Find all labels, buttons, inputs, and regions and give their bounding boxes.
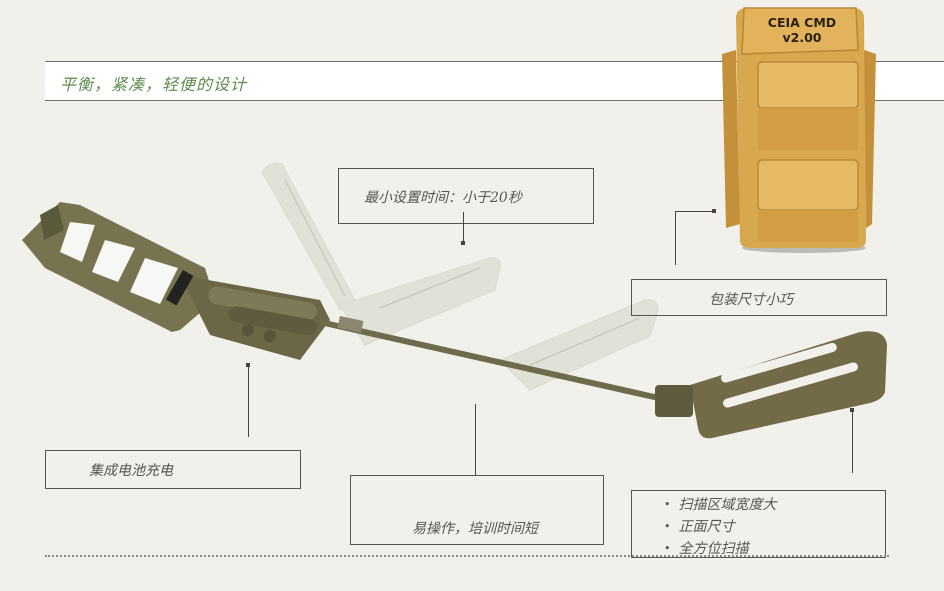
leader-line: [852, 410, 853, 473]
feature-list: 扫描区域宽度大 正面尺寸 全方位扫描: [664, 494, 777, 560]
metal-detector-illustration: [22, 162, 887, 439]
callout-setup-time-text: 最小设置时间：小于20秒: [364, 190, 522, 206]
control-unit: [166, 270, 330, 360]
callout-package-size-text: 包装尺寸小巧: [709, 292, 793, 308]
leader-dot: [461, 241, 465, 245]
bag-label-line2: v2.00: [783, 30, 822, 45]
page-title: 平衡，紧凑，轻便的设计: [60, 75, 248, 94]
leader-line: [463, 212, 464, 242]
leader-line: [675, 211, 713, 212]
armrest-frame: [22, 202, 215, 332]
callout-easy-operation: 易操作，培训时间短: [350, 475, 604, 545]
shaft: [319, 319, 691, 408]
leader-line: [475, 404, 476, 476]
feature-item: 全方位扫描: [664, 538, 777, 560]
callout-battery-text: 集成电池充电: [89, 463, 173, 479]
dotted-divider: [45, 555, 889, 557]
callout-easy-operation-text: 易操作，培训时间短: [412, 521, 538, 537]
feature-item: 正面尺寸: [664, 516, 777, 538]
leader-line: [248, 365, 249, 437]
leader-line: [675, 211, 676, 265]
leader-dot: [712, 209, 716, 213]
search-head: [655, 331, 887, 439]
bag-label-line1: CEIA CMD: [768, 15, 836, 30]
callout-package-size: 包装尺寸小巧: [631, 279, 887, 316]
carrying-bag-image: CEIA CMD v2.00: [722, 7, 876, 253]
feature-item: 扫描区域宽度大: [664, 494, 777, 516]
callout-setup-time: 最小设置时间：小于20秒: [338, 168, 594, 224]
callout-battery: 集成电池充电: [45, 450, 301, 489]
callout-features: 扫描区域宽度大 正面尺寸 全方位扫描: [631, 490, 886, 558]
